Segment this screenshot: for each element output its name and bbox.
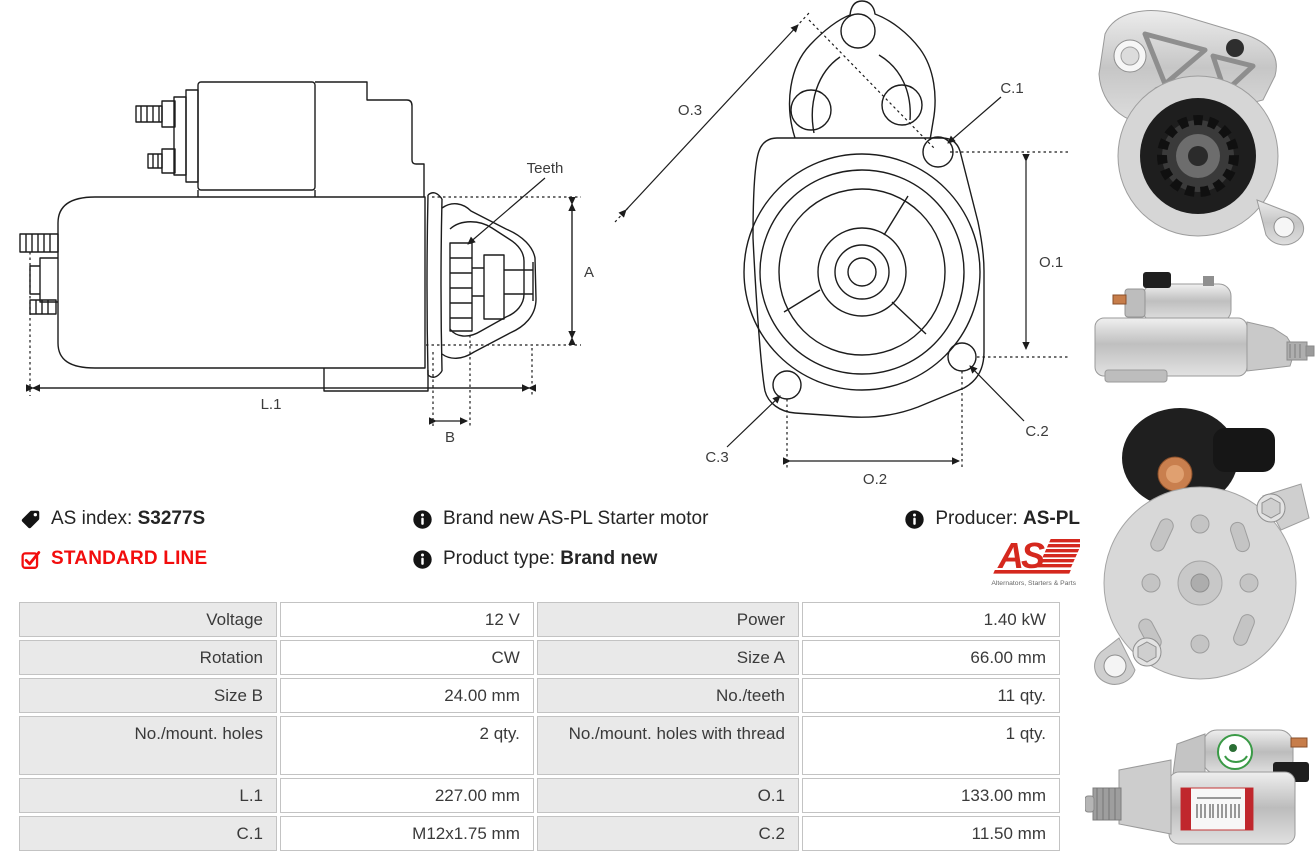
hole-c2 bbox=[947, 342, 977, 372]
hole-c3 bbox=[772, 370, 802, 400]
spec-value: 11.50 mm bbox=[801, 816, 1060, 852]
producer-row: Producer: AS-PL bbox=[904, 508, 1080, 530]
technical-drawing-front-view: O.3 C.1 O.1 C.2 C.3 O.2 bbox=[614, 0, 1070, 488]
spec-value: M12x1.75 mm bbox=[280, 816, 534, 852]
dim-label-teeth: Teeth bbox=[527, 160, 564, 177]
spec-label: No./mount. holes with thread bbox=[536, 716, 799, 776]
spec-value: 1 qty. bbox=[801, 716, 1060, 776]
dim-label-o1: O.1 bbox=[1039, 254, 1063, 271]
photo-starter-side bbox=[1094, 272, 1315, 383]
dim-label-c1: C.1 bbox=[1000, 80, 1023, 97]
as-index-value: S3277S bbox=[137, 508, 206, 529]
spec-value: 24.00 mm bbox=[280, 678, 534, 714]
technical-drawing-side-view: Teeth A L.1 B bbox=[19, 81, 594, 446]
solenoid bbox=[135, 81, 316, 197]
drive-end-housing bbox=[441, 203, 537, 359]
product-label-sticker bbox=[1180, 787, 1254, 831]
description-text: Brand new AS-PL Starter motor bbox=[443, 508, 709, 529]
info-icon bbox=[905, 509, 925, 529]
spec-label: No./teeth bbox=[536, 678, 799, 714]
photo-starter-side-label bbox=[1085, 729, 1309, 845]
spec-label: No./mount. holes bbox=[19, 716, 277, 776]
logo-stripes bbox=[1038, 539, 1080, 568]
spec-value: 11 qty. bbox=[801, 678, 1060, 714]
info-icon bbox=[413, 549, 432, 569]
product-type-value: Brand new bbox=[560, 548, 658, 569]
spec-label: C.1 bbox=[19, 816, 277, 852]
gear-rings bbox=[743, 153, 981, 391]
dim-label-o2: O.2 bbox=[863, 471, 887, 488]
product-line-row: STANDARD LINE bbox=[20, 548, 207, 570]
spec-value: 2 qty. bbox=[280, 716, 534, 776]
table-row: Voltage 12 V Power 1.40 kW bbox=[19, 602, 1060, 638]
rear-terminal-studs bbox=[19, 233, 59, 315]
spec-value: 12 V bbox=[280, 602, 534, 638]
spec-label: L.1 bbox=[19, 778, 277, 814]
product-type-text: Product type: Brand new bbox=[443, 548, 658, 569]
product-photos bbox=[1085, 0, 1316, 860]
hole-c1 bbox=[922, 136, 954, 168]
as-index-row: AS index: S3277S bbox=[20, 508, 205, 530]
table-row: Rotation CW Size A 66.00 mm bbox=[19, 640, 1060, 676]
spec-value: 133.00 mm bbox=[801, 778, 1060, 814]
info-icon bbox=[413, 509, 432, 529]
logo-monogram: AS bbox=[997, 536, 1045, 576]
table-row: No./mount. holes 2 qty. No./mount. holes… bbox=[19, 716, 1060, 776]
table-row: L.1 227.00 mm O.1 133.00 mm bbox=[19, 778, 1060, 814]
spec-value: 227.00 mm bbox=[280, 778, 534, 814]
as-pl-logo: AS Alternators, Starters & Parts bbox=[991, 536, 1080, 587]
dim-label-o3: O.3 bbox=[678, 102, 702, 119]
drive-end-flange bbox=[426, 192, 443, 378]
spec-table: Voltage 12 V Power 1.40 kW Rotation CW S… bbox=[16, 599, 1063, 854]
product-type-row: Product type: Brand new bbox=[412, 548, 657, 570]
starter-front-outline bbox=[743, 0, 985, 418]
bell-housing bbox=[788, 0, 936, 141]
product-line-badge: STANDARD LINE bbox=[51, 548, 208, 569]
spec-label: O.1 bbox=[536, 778, 799, 814]
spec-value: 1.40 kW bbox=[801, 602, 1060, 638]
spec-label: C.2 bbox=[536, 816, 799, 852]
checked-checkbox-icon bbox=[21, 550, 41, 569]
dim-label-c3: C.3 bbox=[705, 449, 728, 466]
dim-label-c2: C.2 bbox=[1025, 423, 1048, 440]
spec-value: CW bbox=[280, 640, 534, 676]
logo-tagline: Alternators, Starters & Parts bbox=[991, 580, 1076, 587]
side-dimension-lines bbox=[26, 177, 581, 428]
spec-label: Size A bbox=[536, 640, 799, 676]
dim-label-a: A bbox=[584, 264, 594, 281]
table-row: Size B 24.00 mm No./teeth 11 qty. bbox=[19, 678, 1060, 714]
photo-starter-rear bbox=[1094, 408, 1310, 685]
spec-value: 66.00 mm bbox=[801, 640, 1060, 676]
dim-label-b: B bbox=[445, 429, 455, 446]
spec-label: Power bbox=[536, 602, 799, 638]
tag-icon bbox=[21, 510, 40, 528]
producer-text: Producer: AS-PL bbox=[935, 508, 1080, 529]
as-index-text: AS index: S3277S bbox=[51, 508, 206, 529]
description-row: Brand new AS-PL Starter motor bbox=[412, 508, 708, 530]
front-dimension-lines bbox=[614, 12, 1070, 468]
dim-label-l1: L.1 bbox=[261, 396, 282, 413]
spec-label: Voltage bbox=[19, 602, 277, 638]
table-row: C.1 M12x1.75 mm C.2 11.50 mm bbox=[19, 816, 1060, 852]
spec-label: Rotation bbox=[19, 640, 277, 676]
spec-label: Size B bbox=[19, 678, 277, 714]
photo-starter-front-bracket bbox=[1098, 10, 1305, 246]
starter-side-outline bbox=[19, 81, 537, 392]
producer-value: AS-PL bbox=[1023, 508, 1080, 529]
